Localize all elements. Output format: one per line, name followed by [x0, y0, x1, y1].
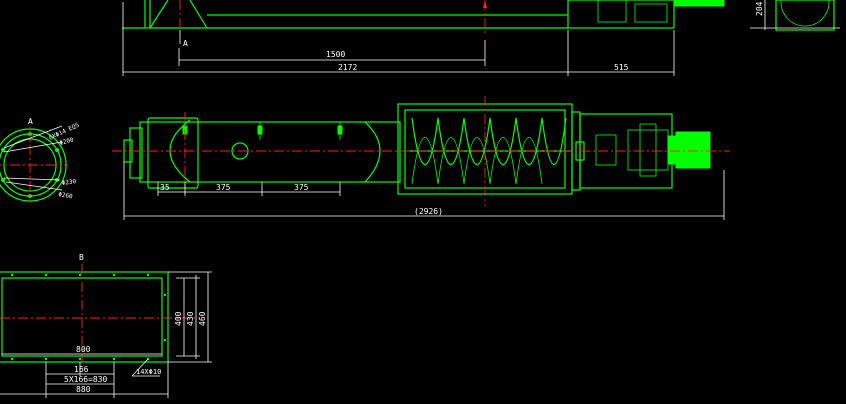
coupling — [595, 134, 617, 166]
dim-2926: (2926) — [414, 207, 443, 216]
dim-35: 35 — [160, 183, 170, 192]
trough-end-curve — [364, 121, 381, 183]
note-d200: Φ200 — [59, 136, 75, 147]
end-bearing-plate — [129, 127, 143, 179]
section-a-label: A — [28, 117, 33, 126]
section-a-view: A 6XΦ14 EQS Φ200 Φ230 Φ260 — [0, 117, 81, 203]
section-marker-a: A — [183, 39, 188, 48]
dim-880: 880 — [76, 385, 91, 394]
note-holes: 14XΦ10 — [136, 368, 161, 376]
note-d230: Φ230 — [61, 178, 77, 187]
section-b-view: B 400 430 460 800 166 5X166=830 — [0, 253, 212, 398]
dim-800: 800 — [76, 345, 91, 354]
top-view-motor — [673, 0, 725, 7]
dim-204: 204 — [755, 1, 764, 16]
dim-400: 400 — [174, 311, 183, 326]
top-view-coupling — [634, 3, 668, 23]
screw-flight — [411, 117, 567, 166]
top-view-gearbox — [597, 0, 627, 23]
top-view: A 1500 2172 515 204 — [122, 0, 840, 76]
dim-2172: 2172 — [338, 63, 357, 72]
dim-166: 166 — [74, 365, 89, 374]
top-view-hopper-left — [149, 0, 169, 29]
conveyor-trough — [139, 121, 401, 183]
top-view-hopper-right — [189, 0, 208, 29]
section-b-label: B — [79, 253, 84, 262]
note-d260: Φ260 — [58, 191, 74, 200]
dim-430: 430 — [186, 311, 195, 326]
inlet-flange — [147, 117, 199, 189]
top-view-drive-frame — [567, 0, 675, 29]
hanger-bearing-2 — [337, 125, 343, 135]
front-view: 35 375 375 (2926) — [112, 96, 730, 220]
motor — [675, 131, 711, 169]
outlet-bolt-holes — [10, 273, 167, 361]
side-view-flange — [775, 0, 835, 31]
outlet-flange-outer — [0, 271, 169, 363]
reducer — [627, 129, 669, 171]
dim-515: 515 — [614, 63, 629, 72]
dim-5x166: 5X166=830 — [64, 375, 108, 384]
dim-375-a: 375 — [216, 183, 231, 192]
dim-460: 460 — [198, 311, 207, 326]
side-view-circle — [780, 0, 830, 27]
dim-1500: 1500 — [326, 50, 345, 59]
dim-375-b: 375 — [294, 183, 309, 192]
top-view-center-arrow — [483, 0, 487, 8]
hanger-bearing-1 — [257, 125, 263, 135]
screw-flight-back — [411, 137, 543, 185]
